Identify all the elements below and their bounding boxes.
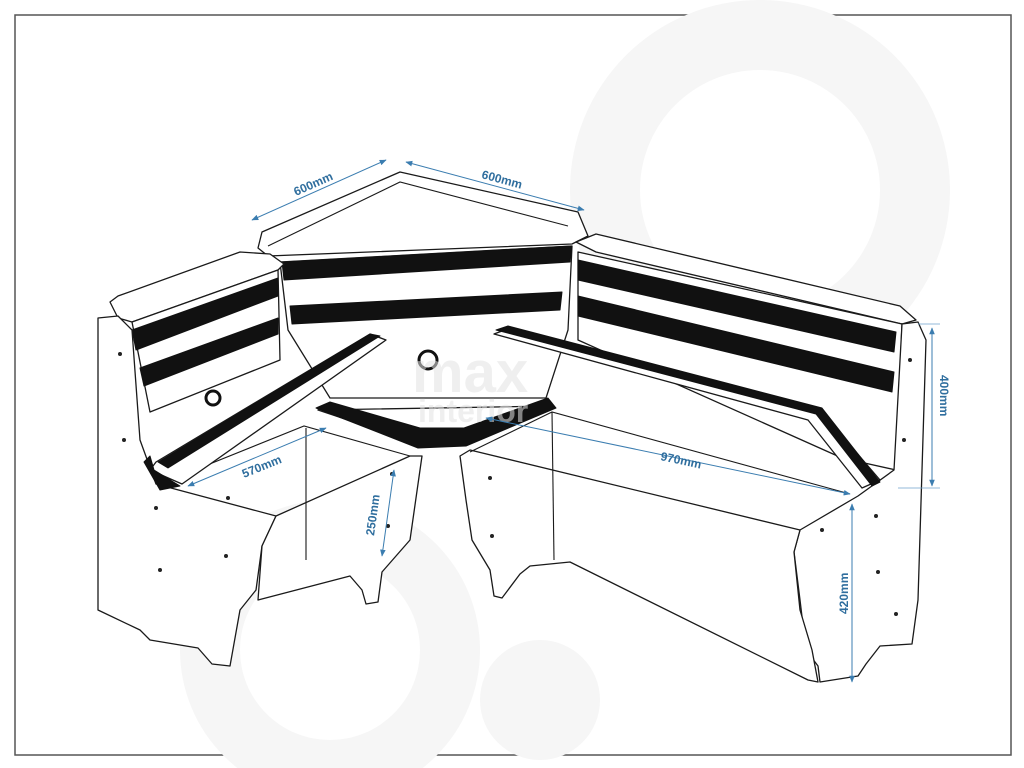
watermark-line1: max [412,340,528,405]
dim-seat-height: 420mm [837,573,851,614]
dim-back-left-width: 600mm [292,169,335,199]
dim-backrest-height: 400mm [937,375,951,416]
drawing-frame [14,14,1012,756]
watermark: max interior [412,340,528,429]
dimension-lines [187,159,940,683]
dim-left-seat-depth: 570mm [240,452,284,480]
dim-right-seat-length: 970mm [659,449,702,471]
dim-left-box-height: 250mm [363,493,383,536]
